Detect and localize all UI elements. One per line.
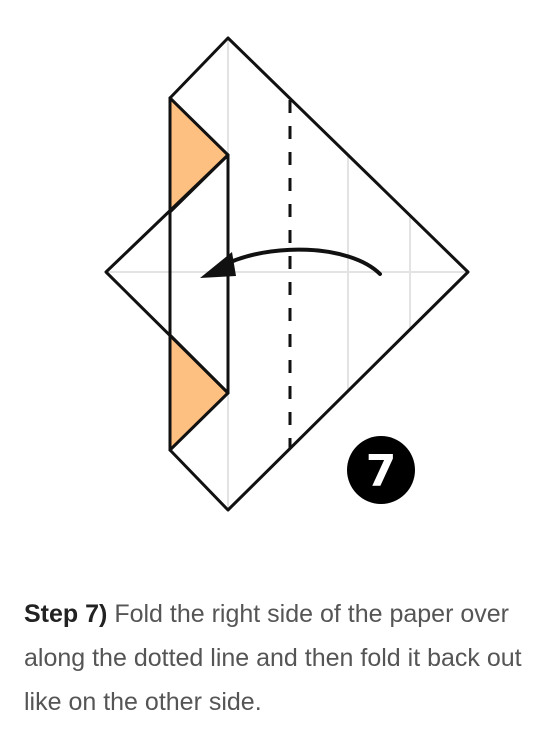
origami-step-diagram: 7	[104, 36, 470, 512]
upper-colored-flap	[168, 96, 230, 214]
step-number-badge: 7	[347, 436, 415, 504]
paper-outline	[104, 36, 470, 512]
step-badge-circle	[347, 436, 415, 504]
fold-arrow-curve	[220, 247, 382, 276]
left-point-flap	[104, 153, 230, 395]
lower-colored-flap	[168, 333, 230, 452]
step-instructions: Fold the right side of the paper over al…	[24, 600, 522, 716]
right-diamond-edge	[168, 36, 470, 512]
crease-lines	[108, 38, 466, 510]
fold-arrow	[200, 247, 382, 278]
step-badge-number: 7	[366, 446, 397, 497]
fold-arrow-head	[200, 252, 236, 278]
step-caption: Step 7) Fold the right side of the paper…	[24, 592, 549, 724]
step-label: Step 7)	[24, 600, 108, 628]
